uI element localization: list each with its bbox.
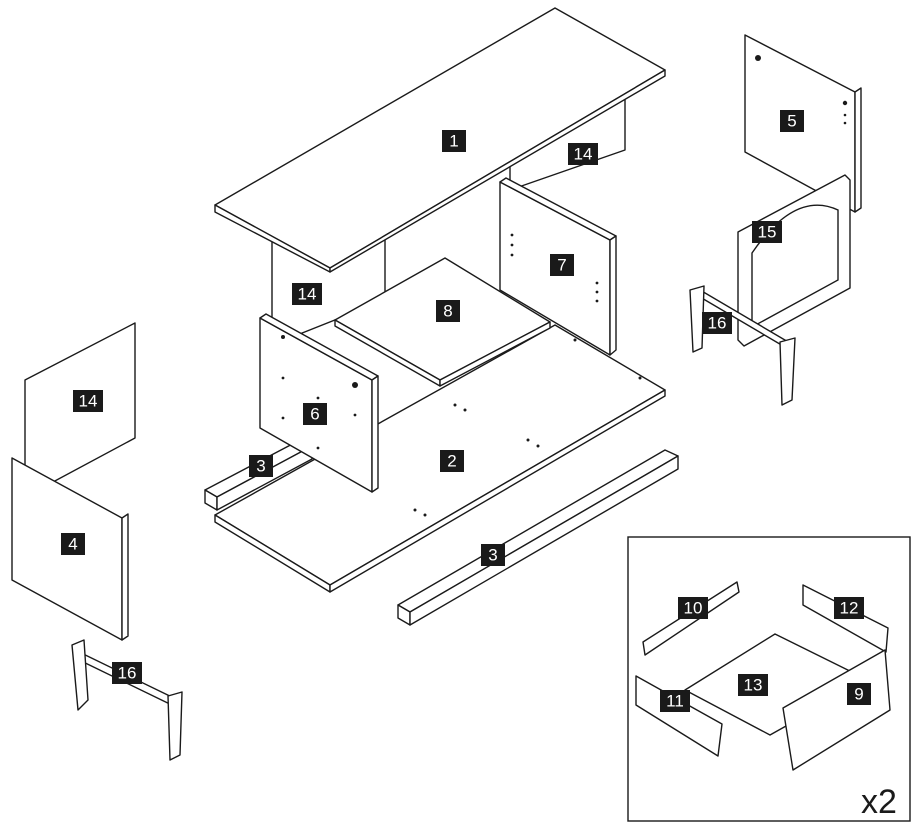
svg-text:16: 16 [708,314,727,333]
svg-text:1: 1 [449,132,458,151]
svg-text:3: 3 [488,546,497,565]
leg-set-16-right [689,285,796,406]
part-label-4: 4 [61,533,85,555]
drawer-front-9 [782,649,891,771]
svg-text:14: 14 [574,145,593,164]
svg-text:4: 4 [68,535,77,554]
part-label-3: 3 [481,544,505,566]
part-label-5: 5 [780,110,804,132]
part-label-14: 14 [568,143,598,165]
part-label-14: 14 [73,390,103,412]
part-label-6: 6 [303,403,327,425]
svg-text:7: 7 [557,256,566,275]
drawer-side-11 [635,675,723,757]
svg-text:2: 2 [447,452,456,471]
part-label-3: 3 [249,455,273,477]
part-label-9: 9 [847,683,871,705]
svg-text:9: 9 [854,685,863,704]
part-label-11: 11 [660,690,690,712]
svg-text:15: 15 [758,223,777,242]
part-label-12: 12 [834,597,864,619]
svg-text:8: 8 [443,302,452,321]
part-label-8: 8 [436,300,460,322]
svg-text:6: 6 [310,405,319,424]
part-label-1: 1 [442,130,466,152]
part-label-10: 10 [678,597,708,619]
part-label-14: 14 [292,283,322,305]
door-frame-15 [737,174,851,347]
leg-set-16-left [71,639,183,761]
svg-text:11: 11 [666,692,684,711]
svg-text:14: 14 [79,392,98,411]
top-board [214,7,666,273]
drawer-inset: x2 [627,536,911,822]
part-label-15: 15 [752,221,782,243]
part-label-16: 16 [112,662,142,684]
svg-text:3: 3 [256,457,265,476]
part-label-16: 16 [702,312,732,334]
svg-text:5: 5 [787,112,796,131]
svg-text:16: 16 [118,664,137,683]
front-rail-3 [397,449,679,626]
drawer-multiplier: x2 [861,783,897,821]
part-label-2: 2 [440,450,464,472]
part-label-7: 7 [550,254,574,276]
part-label-13: 13 [738,674,768,696]
svg-text:12: 12 [840,599,859,618]
svg-text:14: 14 [298,285,317,304]
svg-text:10: 10 [684,599,703,618]
svg-text:13: 13 [744,676,763,695]
